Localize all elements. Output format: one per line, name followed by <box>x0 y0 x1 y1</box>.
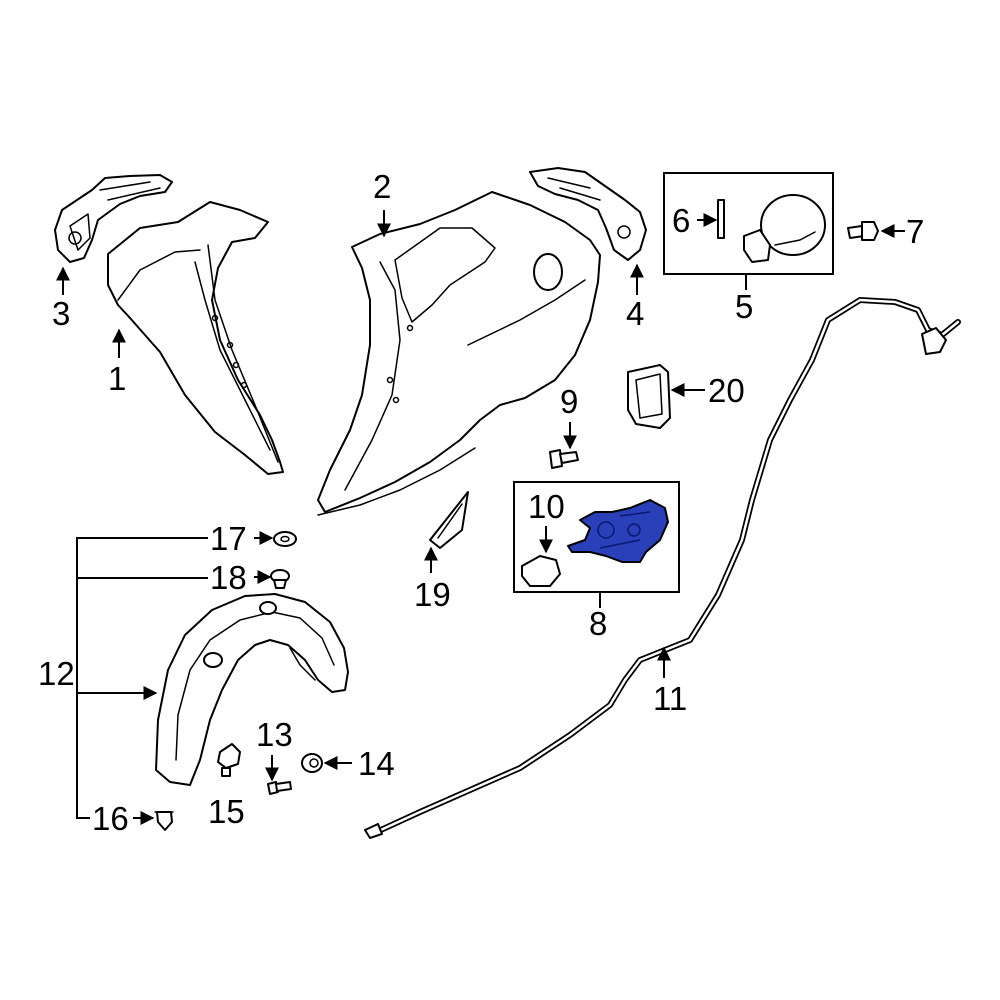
part-9-bolt[interactable] <box>549 449 579 469</box>
part-4-bracket[interactable] <box>529 167 647 261</box>
callout-15: 15 <box>208 793 245 830</box>
callout-3: 3 <box>52 295 70 332</box>
part-5-fuel-door[interactable] <box>743 194 826 263</box>
callout-19: 19 <box>414 576 451 613</box>
part-11-release-cable[interactable] <box>364 297 961 839</box>
callout-4: 4 <box>626 295 644 332</box>
part-14-nut[interactable] <box>301 753 323 773</box>
part-6-strip[interactable] <box>717 199 725 239</box>
callout-14: 14 <box>358 745 395 782</box>
part-7-screw[interactable] <box>847 221 879 241</box>
callout-7: 7 <box>906 213 924 250</box>
part-3-bracket[interactable] <box>54 174 173 263</box>
part-2-quarter-panel[interactable] <box>317 191 601 516</box>
callout-17: 17 <box>210 520 247 557</box>
part-19-pad[interactable] <box>429 491 469 549</box>
part-20-housing[interactable] <box>627 364 671 429</box>
part-15-clip[interactable] <box>217 743 241 777</box>
part-1-quarter-inner-panel[interactable] <box>107 201 284 475</box>
callout-2: 2 <box>373 168 391 205</box>
callout-13: 13 <box>256 716 293 753</box>
box-actuator-assembly <box>513 481 680 593</box>
part-16-push-clip[interactable] <box>154 811 174 831</box>
box-fuel-door-assembly <box>663 172 834 275</box>
callout-5: 5 <box>735 288 753 325</box>
part-13-bolt[interactable] <box>267 781 292 795</box>
part-17-washer[interactable] <box>273 531 297 547</box>
part-10-actuator-highlighted[interactable] <box>567 499 669 563</box>
callout-11: 11 <box>653 680 687 717</box>
callout-10: 10 <box>528 488 565 525</box>
callout-6: 6 <box>672 202 690 239</box>
part-18-clip[interactable] <box>270 569 290 589</box>
callout-20: 20 <box>708 372 745 409</box>
callout-9: 9 <box>560 383 578 420</box>
callout-18: 18 <box>210 559 247 596</box>
callout-1: 1 <box>108 360 126 397</box>
callout-8: 8 <box>589 605 607 642</box>
part-10-bumper[interactable] <box>521 555 561 587</box>
callout-12: 12 <box>38 655 75 692</box>
callout-16: 16 <box>92 800 129 837</box>
